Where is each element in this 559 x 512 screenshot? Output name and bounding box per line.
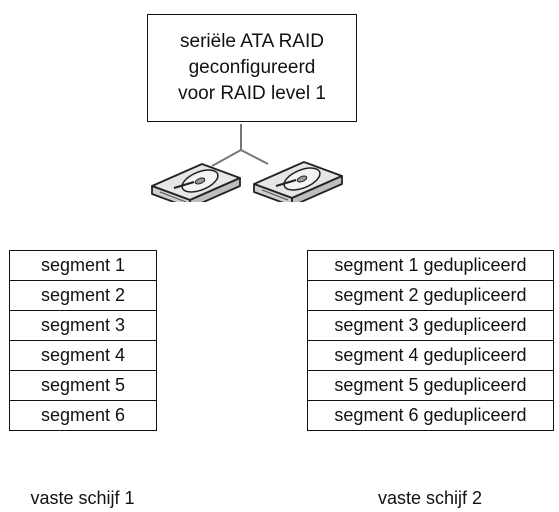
table-row: segment 1 <box>9 250 157 281</box>
disk2-segment-table: segment 1 gedupliceerd segment 2 gedupli… <box>307 250 554 431</box>
table-row: segment 3 <box>9 310 157 341</box>
table-row: segment 4 <box>9 340 157 371</box>
hard-drive-icon <box>151 163 241 202</box>
table-row: segment 5 gedupliceerd <box>307 370 554 401</box>
segment-cell: segment 6 <box>9 400 157 431</box>
table-row: segment 6 gedupliceerd <box>307 400 554 431</box>
segment-cell: segment 6 gedupliceerd <box>307 400 554 431</box>
disk1-label: vaste schijf 1 <box>30 488 135 508</box>
table-row: segment 2 gedupliceerd <box>307 280 554 311</box>
raid-config-line-2: geconfigureerd <box>188 57 316 78</box>
table-row: segment 3 gedupliceerd <box>307 310 554 341</box>
raid-config-box: seriële ATA RAID geconfigureerd voor RAI… <box>147 14 357 122</box>
segment-cell: segment 5 <box>9 370 157 401</box>
connector-right <box>240 149 269 165</box>
disk2-label: vaste schijf 2 <box>377 488 483 508</box>
connector-left <box>211 149 242 167</box>
hard-drive-icon <box>253 161 343 202</box>
segment-cell: segment 1 <box>9 250 157 281</box>
segment-cell: segment 4 gedupliceerd <box>307 340 554 371</box>
segment-cell: segment 4 <box>9 340 157 371</box>
segment-cell: segment 2 <box>9 280 157 311</box>
segment-cell: segment 3 <box>9 310 157 341</box>
segment-cell: segment 3 gedupliceerd <box>307 310 554 341</box>
raid-config-line-1: seriële ATA RAID <box>180 31 324 52</box>
table-row: segment 6 <box>9 400 157 431</box>
table-row: segment 2 <box>9 280 157 311</box>
segment-cell: segment 2 gedupliceerd <box>307 280 554 311</box>
table-row: segment 5 <box>9 370 157 401</box>
segment-cell: segment 5 gedupliceerd <box>307 370 554 401</box>
table-row: segment 1 gedupliceerd <box>307 250 554 281</box>
raid-config-line-3: voor RAID level 1 <box>178 83 326 104</box>
disk1-segment-table: segment 1 segment 2 segment 3 segment 4 … <box>9 250 157 431</box>
segment-cell: segment 1 gedupliceerd <box>307 250 554 281</box>
drives-illustration <box>151 124 343 202</box>
table-row: segment 4 gedupliceerd <box>307 340 554 371</box>
